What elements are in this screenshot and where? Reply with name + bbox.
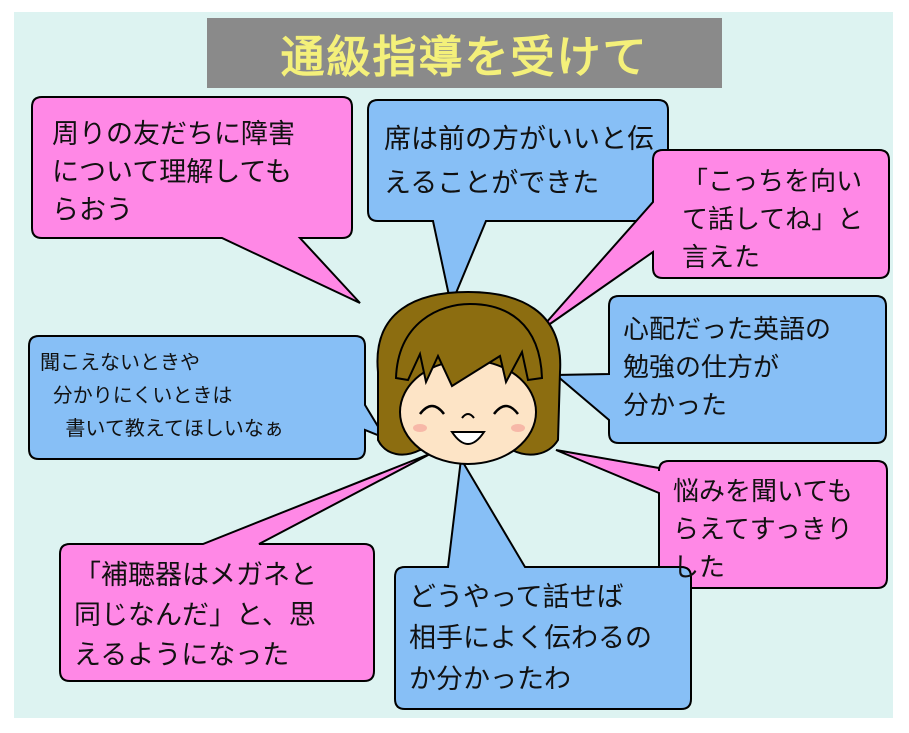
left-cheek bbox=[413, 424, 427, 432]
bubble-communicate bbox=[394, 455, 692, 710]
bubble-english bbox=[553, 295, 887, 444]
bubble-text-worry: 悩みを聞いても らえてすっきり した bbox=[673, 477, 853, 583]
bubble-text-english: 心配だった英語の 勉強の仕方が 分かった bbox=[623, 315, 832, 421]
mouth bbox=[450, 431, 486, 445]
hair-bangs bbox=[394, 302, 544, 388]
bubble-text-understand: 周りの友だちに障害 について理解しても らおう bbox=[52, 119, 295, 226]
bubble-text-seat: 席は前の方がいいと伝 えることができた bbox=[384, 124, 654, 199]
right-eye bbox=[493, 404, 519, 415]
bubble-text-write: 聞こえないときや 分かりにくいときは 書いて教えてほしいなぁ bbox=[40, 350, 284, 440]
bubble-text-hearing-aid: 「補聴器はメガネと 同じなんだ」と、思 えるようになった bbox=[74, 560, 317, 671]
left-eye bbox=[419, 404, 445, 415]
page-title: 通級指導を受けて bbox=[280, 32, 649, 83]
bubble-text-look: 「こっちを向い て話してね」と 言えた bbox=[682, 167, 864, 273]
girl-character bbox=[376, 290, 562, 465]
bubble-hearing-aid bbox=[59, 452, 433, 682]
nose bbox=[461, 413, 475, 419]
right-cheek bbox=[511, 424, 525, 432]
title-banner: 通級指導を受けて bbox=[207, 18, 722, 88]
bubble-text-communicate: どうやって話せば 相手によく伝わるの か分かったわ bbox=[409, 582, 652, 695]
bubble-look bbox=[536, 149, 890, 334]
bubble-seat bbox=[367, 99, 669, 309]
bubble-understand bbox=[31, 96, 361, 304]
bubble-write bbox=[28, 335, 388, 460]
